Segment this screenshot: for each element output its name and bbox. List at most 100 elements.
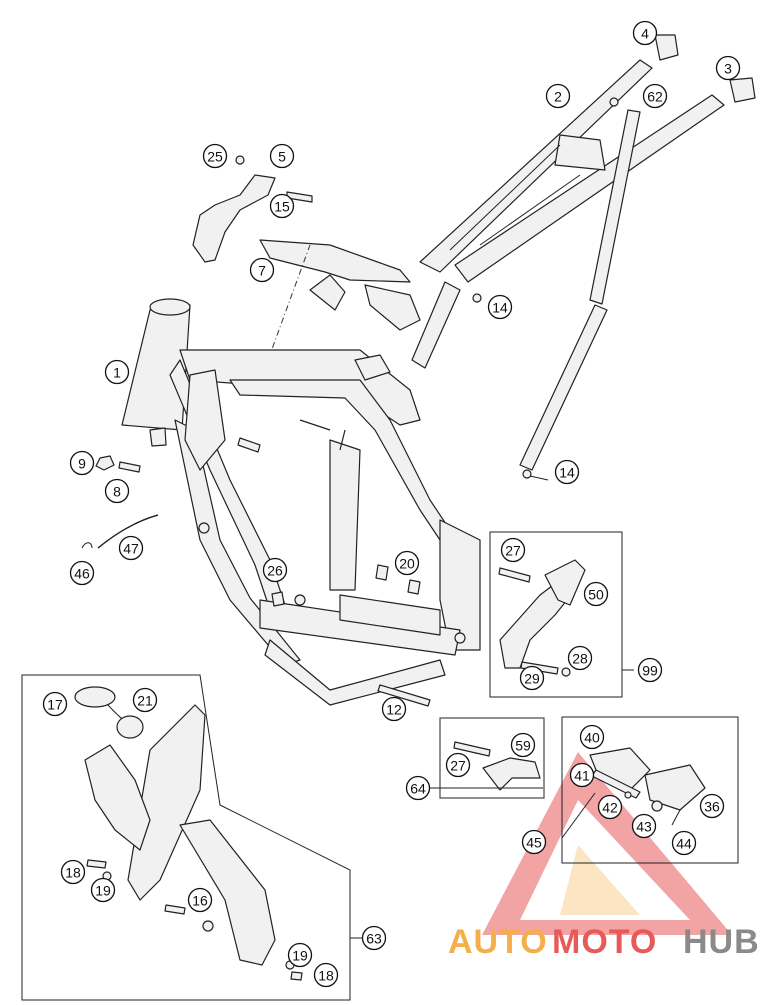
callout-label: 59 [515,738,531,754]
callout-label: 19 [292,948,308,964]
callout-7: 7 [249,257,275,283]
callout-12: 12 [381,696,407,722]
callout-label: 19 [95,883,111,899]
callout-label: 7 [258,263,266,279]
callout-circle [500,537,526,563]
callout-circle [60,859,86,885]
callout-25: 25 [202,143,228,169]
callout-label: 5 [278,149,286,165]
callout-circle [519,665,545,691]
callout-44: 44 [671,830,697,856]
group-box-45 [561,716,739,864]
callout-circle [545,83,571,109]
callout-circle [249,257,275,283]
callout-label: 2 [554,89,562,105]
callout-label: 64 [410,781,426,797]
callout-3: 3 [715,55,741,81]
callout-41: 41 [569,762,595,788]
callout-27: 27 [445,752,471,778]
callout-label: 62 [647,89,663,105]
callout-circle [554,459,580,485]
chain-guide-99 [498,559,586,677]
callout-circle [567,645,593,671]
callout-43: 43 [631,813,657,839]
callout-circle [262,557,288,583]
callout-14: 14 [487,294,513,320]
callout-circle [521,829,547,855]
callout-label: 17 [47,697,63,713]
callout-label: 25 [207,149,223,165]
callout-15: 15 [269,193,295,219]
callout-circle [202,143,228,169]
hardware-left [81,455,431,707]
watermark-hub: HUB [683,923,760,961]
callout-label: 1 [113,365,121,381]
callout-circle [394,550,420,576]
callout-label: 4 [641,26,649,42]
callout-label: 43 [636,819,652,835]
callout-circle [510,732,536,758]
bolt-14b [522,469,532,479]
cross-tube [339,594,441,636]
group-box-64 [439,717,545,799]
callout-label: 27 [450,758,466,774]
callout-40: 40 [579,724,605,750]
callout-circle [287,942,313,968]
callout-label: 20 [399,556,415,572]
callout-8: 8 [104,478,130,504]
callout-19: 19 [287,942,313,968]
callout-59: 59 [510,732,536,758]
callout-label: 47 [123,541,139,557]
callout-circle [118,535,144,561]
callout-circle [569,762,595,788]
group-box-63 [21,674,351,1001]
callout-label: 18 [318,968,334,984]
callout-18: 18 [313,962,339,988]
callout-circle [269,193,295,219]
bolt-14a [472,293,482,303]
callout-46: 46 [69,560,95,586]
callout-label: 9 [78,456,86,472]
callout-label: 21 [137,693,153,709]
callout-circle [671,830,697,856]
callout-circle [269,143,295,169]
callout-circle [445,752,471,778]
rear-plate-7 [259,239,421,361]
callout-circle [361,925,387,951]
callout-circle [69,450,95,476]
callout-circle [381,696,407,722]
callout-circle [487,294,513,320]
callout-circle [104,478,130,504]
leader-lines [350,669,634,939]
callout-circle [69,560,95,586]
callout-19: 19 [90,877,116,903]
callout-label: 27 [505,543,521,559]
callout-36: 36 [699,793,725,819]
callout-label: 14 [559,465,575,481]
callout-label: 28 [572,651,588,667]
subframe [411,34,756,481]
watermark-logo: AUTO MOTO HUB [448,923,760,961]
rubber-plug-3 [729,77,756,103]
callout-circle [699,793,725,819]
callout-16: 16 [187,887,213,913]
callout-63: 63 [361,925,387,951]
callout-47: 47 [118,535,144,561]
callout-label: 63 [366,931,382,947]
callout-label: 46 [74,566,90,582]
callout-50: 50 [583,581,609,607]
callout-label: 26 [267,563,283,579]
callout-circle [405,775,431,801]
main-frame [121,298,481,706]
callout-2: 2 [545,83,571,109]
callout-circle [104,359,130,385]
slider-64 [453,741,541,791]
callout-label: 15 [274,199,290,215]
watermark-auto: AUTO [448,923,548,961]
callout-label: 45 [526,835,542,851]
callout-circle [715,55,741,81]
callout-label: 3 [724,61,732,77]
callout-label: 40 [584,730,600,746]
